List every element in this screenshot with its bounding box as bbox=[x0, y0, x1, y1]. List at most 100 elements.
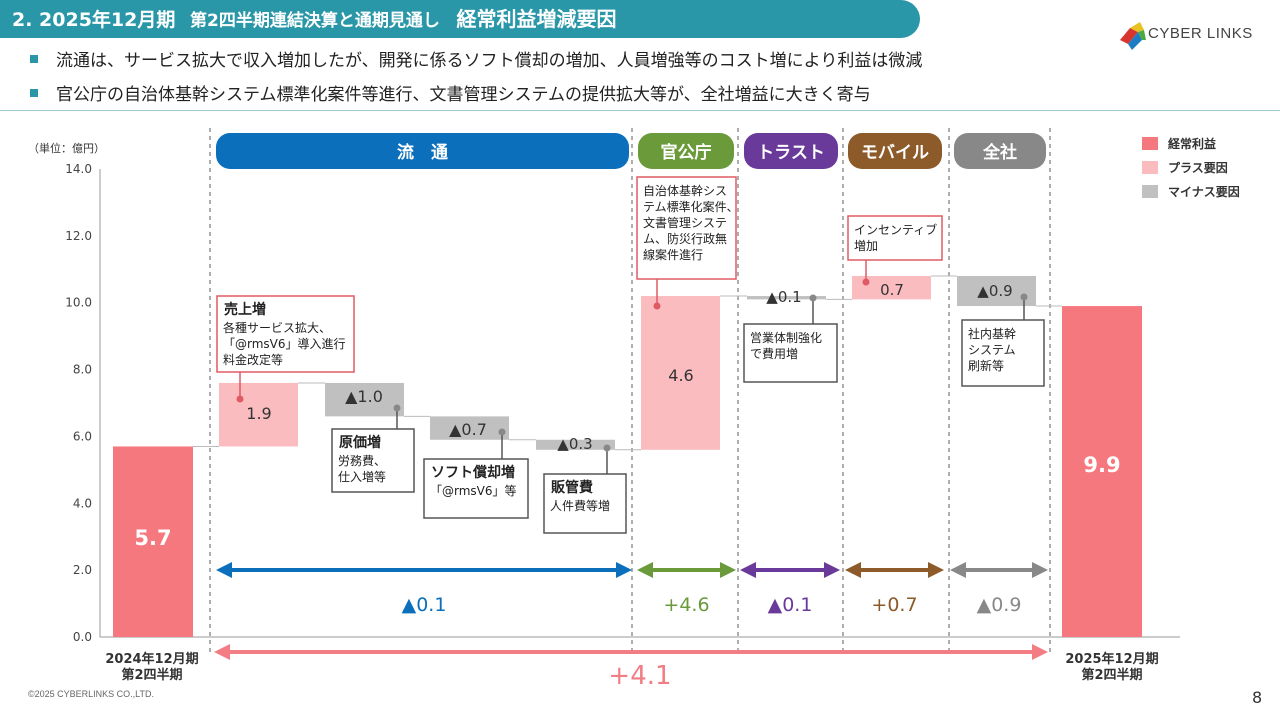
segment-header-label: トラスト bbox=[757, 143, 825, 163]
legend-label: マイナス要因 bbox=[1168, 184, 1240, 199]
bullet-square-icon bbox=[30, 55, 38, 63]
copyright: ©2025 CYBERLINKS CO.,LTD. bbox=[28, 689, 155, 699]
bullet-square-icon bbox=[30, 89, 38, 97]
callout-box bbox=[543, 473, 627, 534]
legend-label: プラス要因 bbox=[1168, 160, 1228, 175]
bullet-item: 流通は、サービス拡大で収入増加したが、開発に係るソフト償却の増加、人員増強等のコ… bbox=[30, 46, 922, 71]
bar-value-label: 9.9 bbox=[1083, 453, 1120, 477]
callout-dot-icon bbox=[1020, 293, 1028, 301]
bar-value-label: ▲0.3 bbox=[557, 435, 592, 453]
waterfall-bar bbox=[430, 416, 509, 440]
y-tick-label: 12.0 bbox=[65, 229, 92, 243]
waterfall-bar bbox=[852, 275, 931, 300]
page-number: 8 bbox=[1252, 688, 1263, 707]
y-tick-label: 2.0 bbox=[73, 563, 92, 577]
segment-change-label: ▲0.1 bbox=[768, 594, 813, 616]
waterfall-bar bbox=[641, 296, 720, 450]
x-label-end: 第2四半期 bbox=[1081, 667, 1142, 683]
waterfall-bar bbox=[536, 439, 615, 450]
header-divider bbox=[0, 110, 1280, 111]
callout-dot-icon bbox=[862, 278, 870, 286]
x-label-start: 2024年12月期 bbox=[105, 651, 198, 667]
cyber-links-logo-icon bbox=[1120, 22, 1146, 50]
bullet-text: 官公庁の自治体基幹システム標準化案件等進行、文書管理システムの提供拡大等が、全社… bbox=[56, 85, 871, 105]
callout-box bbox=[743, 323, 838, 383]
y-tick-label: 4.0 bbox=[73, 496, 92, 510]
segment-header-pill bbox=[848, 133, 942, 169]
segment-change-label: +0.7 bbox=[871, 594, 917, 616]
y-axis-unit-label: （単位：億円） bbox=[28, 141, 105, 155]
legend-swatch bbox=[1142, 161, 1158, 174]
callout-text: 自治体基幹シス bbox=[643, 183, 727, 198]
bar-value-label: 0.7 bbox=[880, 281, 904, 299]
callout-text: 線案件進行 bbox=[643, 247, 703, 262]
callout-text: 刷新等 bbox=[968, 358, 1004, 373]
callout-dot-icon bbox=[498, 428, 506, 436]
callout-box bbox=[847, 215, 943, 261]
callout-box bbox=[216, 295, 355, 373]
callout-text: 文書管理システ bbox=[643, 215, 727, 230]
callout-title: 売上増 bbox=[224, 301, 266, 318]
segment-change-label: ▲0.1 bbox=[402, 594, 447, 616]
segment-header-pill bbox=[744, 133, 838, 169]
bar-value-label: ▲0.1 bbox=[766, 288, 801, 306]
segment-header-label: 全社 bbox=[982, 142, 1017, 163]
waterfall-bar bbox=[219, 382, 298, 447]
y-tick-label: 10.0 bbox=[65, 296, 92, 310]
callout-text: 労務費、 bbox=[338, 453, 386, 468]
callout-dot-icon bbox=[393, 404, 401, 412]
waterfall-bar bbox=[747, 296, 826, 300]
waterfall-bar bbox=[1062, 306, 1142, 637]
callout-text: インセンティブ bbox=[854, 222, 937, 237]
callout-title: 販管費 bbox=[551, 479, 593, 496]
callout-text: システム bbox=[968, 343, 1016, 357]
y-tick-label: 14.0 bbox=[65, 162, 92, 176]
segment-header-pill bbox=[954, 133, 1046, 169]
callout-text: 社内基幹 bbox=[968, 326, 1016, 341]
callout-text: 人件費等増 bbox=[550, 498, 610, 513]
logo-text: CYBER LINKS bbox=[1148, 25, 1253, 42]
callout-text: 仕入増等 bbox=[338, 470, 386, 484]
callout-text: 「@rmsV6」等 bbox=[430, 484, 517, 498]
callout-text: で費用増 bbox=[750, 346, 798, 361]
segment-header-pill bbox=[216, 133, 629, 169]
waterfall-bar bbox=[957, 275, 1036, 307]
segment-header-label: 官公庁 bbox=[661, 142, 712, 163]
callout-dot-icon bbox=[809, 294, 817, 302]
waterfall-bar bbox=[113, 446, 193, 637]
callout-dot-icon bbox=[236, 395, 244, 403]
callout-text: ム、防災行政無 bbox=[643, 231, 727, 246]
callout-box bbox=[961, 319, 1045, 387]
bar-value-label: 4.6 bbox=[668, 366, 693, 385]
segment-header-label: モバイル bbox=[861, 143, 929, 163]
y-tick-label: 8.0 bbox=[73, 363, 92, 377]
bar-value-label: 5.7 bbox=[134, 526, 171, 550]
callout-text: 料金改定等 bbox=[223, 352, 283, 367]
segment-change-label: ▲0.9 bbox=[977, 594, 1022, 616]
callout-text: 営業体制強化 bbox=[750, 331, 822, 345]
bar-value-label: ▲1.0 bbox=[345, 387, 383, 406]
callout-text: テム標準化案件、 bbox=[643, 199, 739, 214]
callout-box bbox=[636, 176, 737, 280]
callout-text: 「@rmsV6」導入進行 bbox=[223, 337, 346, 351]
y-tick-label: 0.0 bbox=[73, 630, 92, 644]
bullet-text: 流通は、サービス拡大で収入増加したが、開発に係るソフト償却の増加、人員増強等のコ… bbox=[56, 51, 923, 71]
x-label-end: 2025年12月期 bbox=[1065, 651, 1158, 667]
overall-change-label: +4.1 bbox=[608, 661, 671, 691]
callout-dot-icon bbox=[653, 302, 661, 310]
bullet-item: 官公庁の自治体基幹システム標準化案件等進行、文書管理システムの提供拡大等が、全社… bbox=[30, 80, 871, 105]
legend-swatch bbox=[1142, 185, 1158, 198]
callout-text: 各種サービス拡大、 bbox=[223, 320, 331, 335]
callout-box bbox=[423, 458, 529, 519]
page-title-bar: 2. 2025年12月期 第2四半期連結決算と通期見通し 経常利益増減要因 bbox=[0, 0, 920, 38]
bar-value-label: 1.9 bbox=[246, 404, 271, 423]
segment-header-pill bbox=[638, 133, 734, 169]
callout-text: 増加 bbox=[854, 239, 878, 253]
bar-value-label: ▲0.7 bbox=[449, 420, 487, 439]
callout-dot-icon bbox=[603, 444, 611, 452]
legend-swatch bbox=[1142, 137, 1158, 150]
callout-box bbox=[331, 428, 415, 493]
title-subtitle: 第2四半期連結決算と通期見通し bbox=[190, 11, 440, 31]
segment-change-label: +4.6 bbox=[663, 594, 709, 616]
segment-header-label: 流 通 bbox=[397, 142, 448, 163]
